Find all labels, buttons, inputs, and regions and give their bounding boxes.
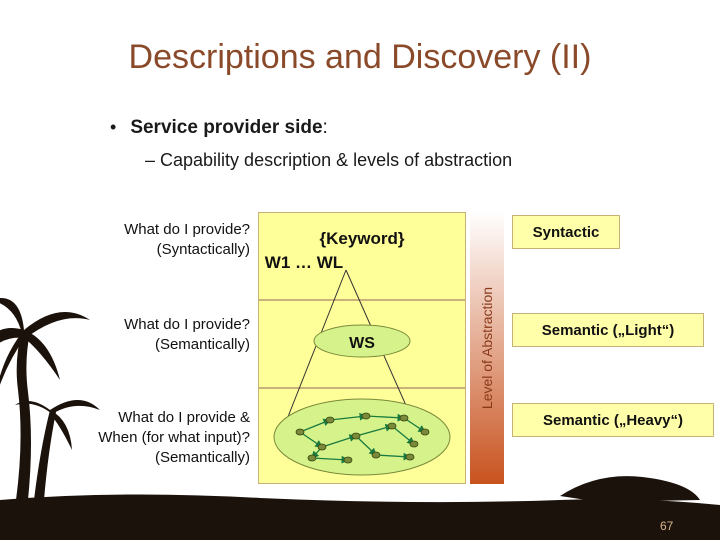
abstraction-axis: Level of Abstraction: [470, 212, 504, 484]
level-syntactic: Syntactic: [512, 215, 620, 249]
page-number: 67: [660, 519, 674, 533]
bullet-rest-text: :: [322, 117, 328, 138]
ws-label: WS: [349, 335, 375, 352]
bullet-dot-icon: •: [110, 117, 117, 137]
sub-bullet: – Capability description & levels of abs…: [145, 150, 513, 170]
keyword-items: W1 … WL: [265, 253, 343, 272]
slide-title: Descriptions and Discovery (II): [128, 38, 592, 76]
question-syntactic: What do I provide? (Syntactically): [124, 220, 250, 260]
axis-gradient: [470, 212, 504, 484]
bullet-bold-text: Service provider side: [130, 117, 323, 138]
ws-ellipse: [313, 324, 411, 358]
question-line: (Syntactically): [156, 241, 250, 258]
question-line: What do I provide?: [124, 221, 250, 238]
semantic-network-ellipse: [273, 398, 451, 476]
level-semantic-light: Semantic („Light“): [512, 313, 704, 347]
semantic-network-nodes: [295, 412, 430, 464]
question-line: When (for what input)?: [98, 429, 250, 446]
question-line: What do I provide &: [118, 409, 250, 426]
question-line: What do I provide?: [124, 316, 250, 333]
bullet-service-provider: • Service provider side:: [110, 117, 328, 139]
question-semantic-light: What do I provide? (Semantically): [124, 315, 250, 355]
level-semantic-heavy: Semantic („Heavy“): [512, 403, 714, 437]
syntactic-panel: [258, 212, 466, 300]
question-line: (Semantically): [154, 336, 250, 353]
keyword-label: {Keyword}: [319, 229, 404, 248]
axis-label: Level of Abstraction: [479, 286, 495, 410]
question-semantic-heavy: What do I provide & When (for what input…: [98, 408, 250, 468]
cone-line: [279, 269, 347, 438]
question-line: (Semantically): [154, 449, 250, 466]
